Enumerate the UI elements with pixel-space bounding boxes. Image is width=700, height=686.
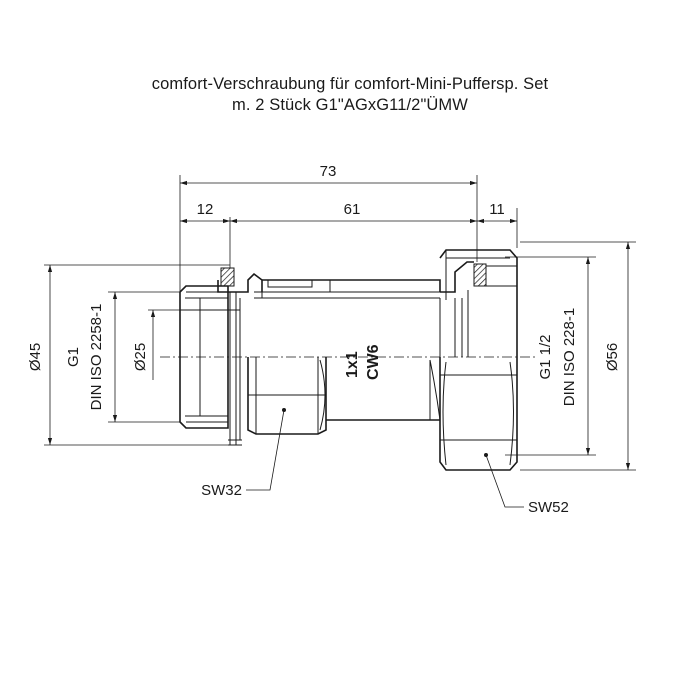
thread-right-standard-label: DIN ISO 228-1 — [561, 308, 578, 406]
body-marking-line1: 1x1 — [344, 351, 361, 378]
dim-12-label: 12 — [197, 201, 214, 218]
thread-left-size-label: G1 — [65, 347, 82, 367]
dim-61-label: 61 — [344, 201, 361, 218]
dim-73-label: 73 — [320, 163, 337, 180]
fitting-body: 1x1 CW6 — [160, 249, 535, 471]
dim-d25-label: Ø25 — [132, 343, 149, 371]
dimension-right-diameters: G1 1/2 DIN ISO 228-1 Ø56 — [505, 241, 636, 471]
wrench-size-right: SW52 — [484, 453, 569, 516]
drawing-title-line-1: comfort-Verschraubung für comfort-Mini-P… — [151, 75, 549, 93]
dimension-overall-length: 73 — [179, 163, 478, 292]
dimension-segments: 12 61 11 — [180, 201, 518, 268]
wrench-size-left: SW32 — [201, 408, 286, 499]
sw32-label: SW32 — [201, 482, 242, 499]
sw52-label: SW52 — [528, 499, 569, 516]
drawing-title-line-2: m. 2 Stück G1"AGxG11/2"ÜMW — [232, 96, 468, 114]
thread-right-size-label: G1 1/2 — [537, 334, 554, 379]
dimension-left-diameters: Ø45 G1 DIN ISO 2258-1 Ø25 — [27, 264, 240, 446]
body-marking-line2: CW6 — [365, 344, 382, 380]
thread-left-standard-label: DIN ISO 2258-1 — [88, 304, 105, 411]
dim-d45-label: Ø45 — [27, 343, 44, 371]
dim-11-label: 11 — [489, 201, 505, 218]
dim-d56-label: Ø56 — [604, 343, 621, 371]
